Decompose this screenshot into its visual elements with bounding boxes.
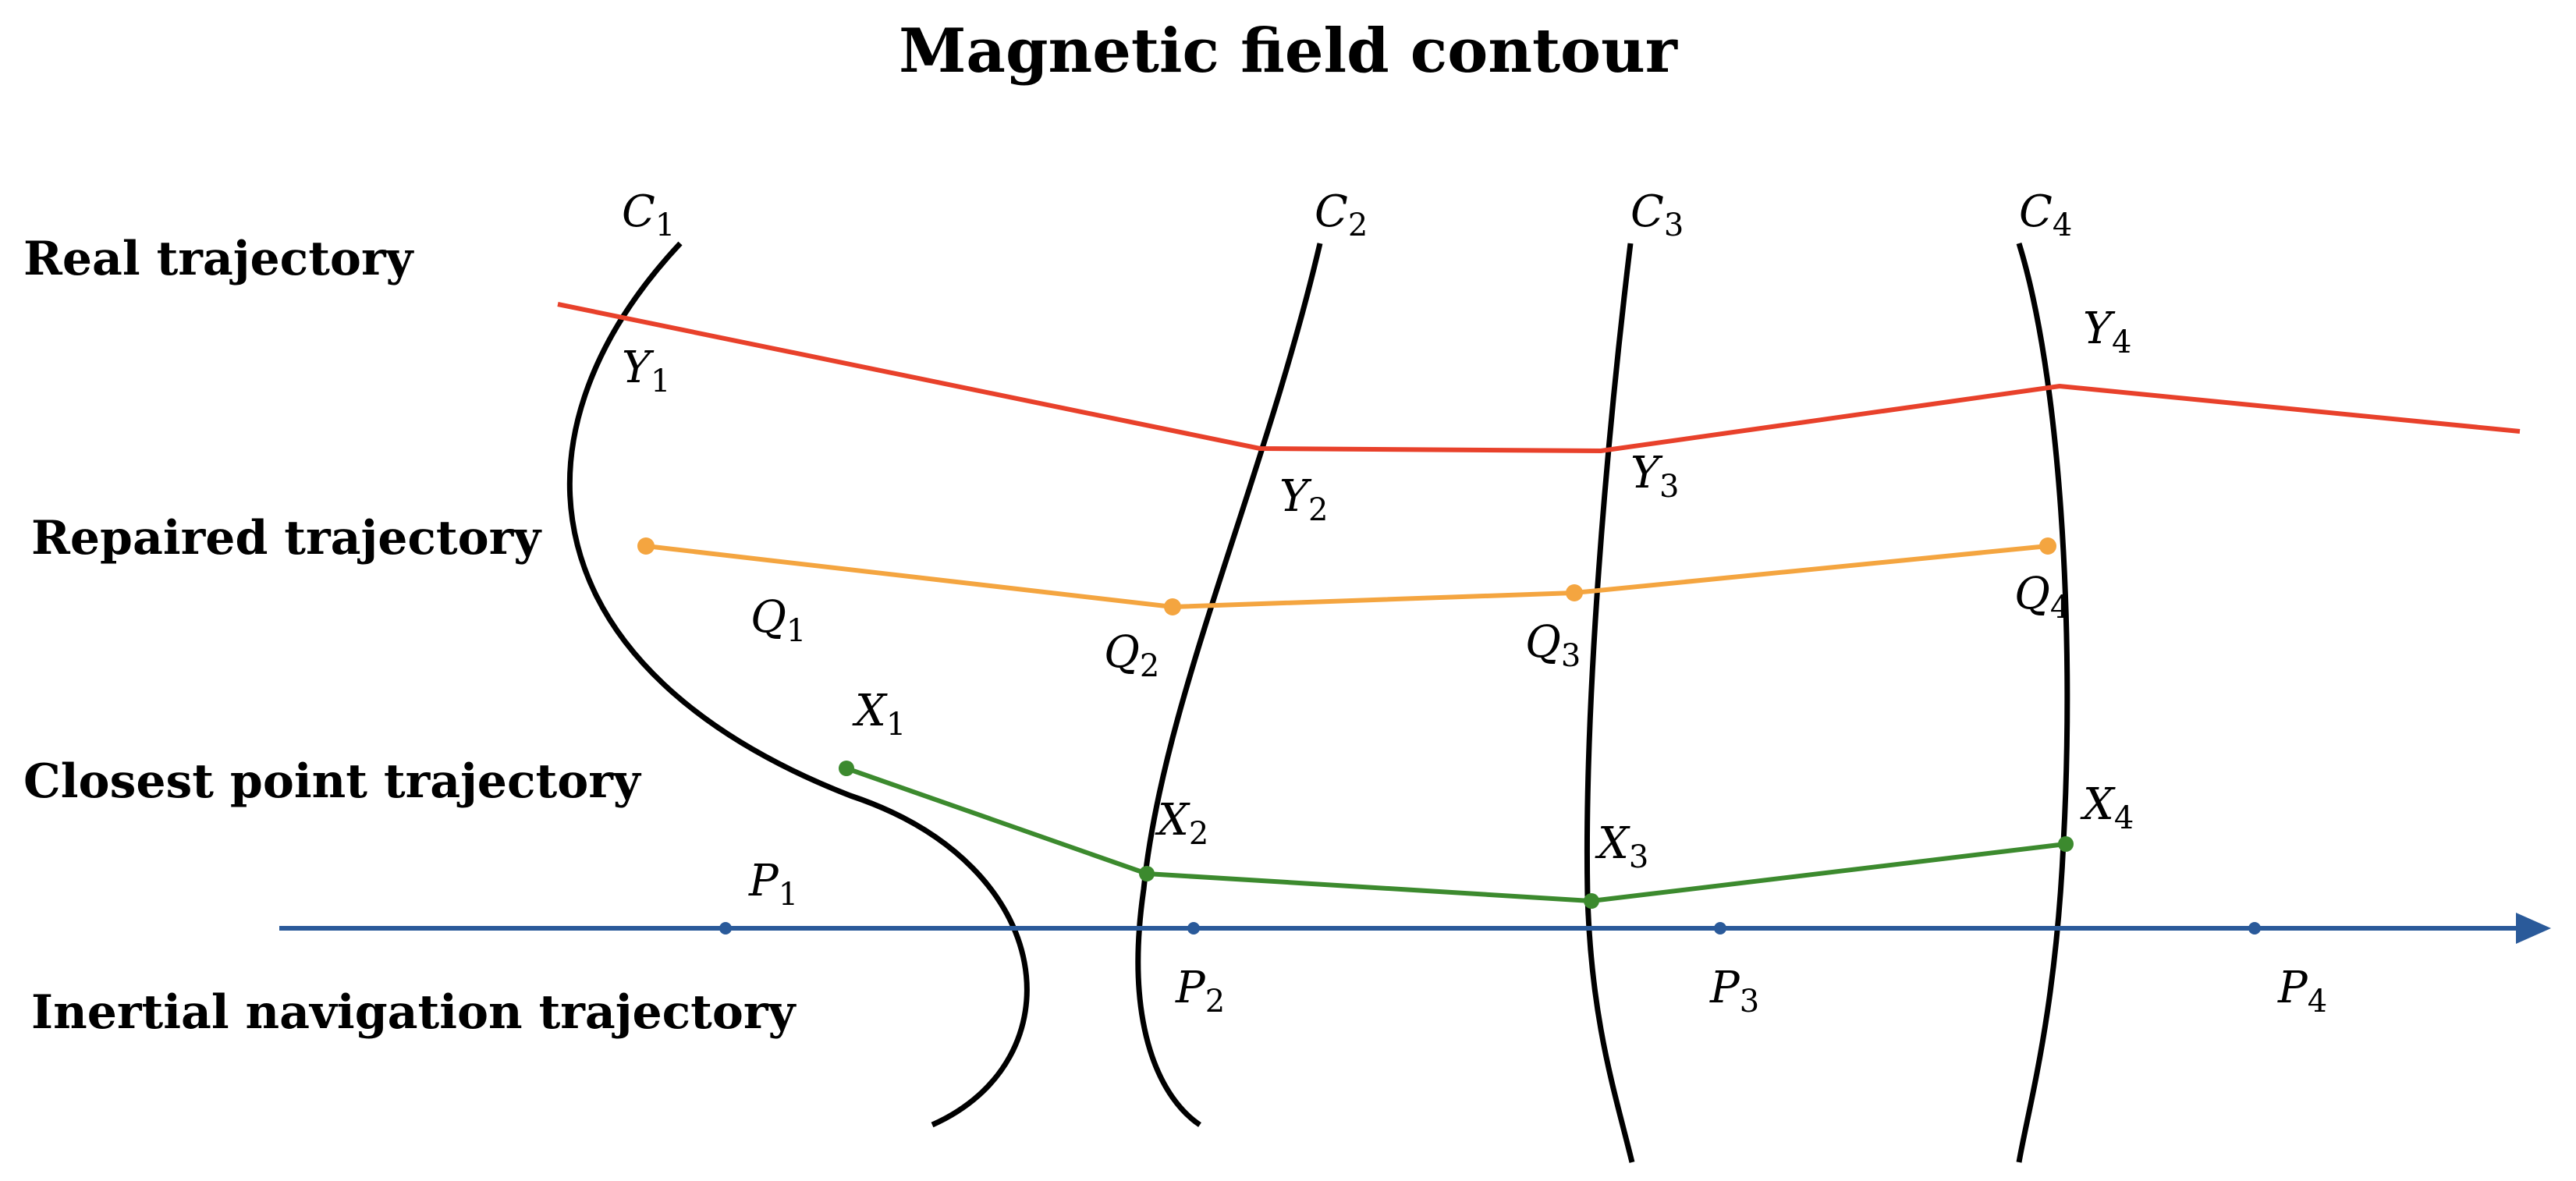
label-x1: X1 [852,686,906,743]
label-repaired-trajectory: Repaired trajectory [31,511,542,566]
label-p3: P3 [1709,963,1759,1020]
label-p4: P4 [2277,963,2327,1020]
point-x3 [1584,893,1599,909]
point-x4 [2058,836,2074,852]
point-q2 [1164,598,1181,615]
contour-c2 [1135,243,1323,1127]
label-q4: Q4 [2014,569,2070,626]
point-p2 [1187,922,1200,935]
label-real-trajectory: Real trajectory [23,232,415,286]
diagram-title: Magnetic field contour [899,16,1678,87]
real-trajectory [557,302,2521,454]
point-p1 [719,922,732,935]
label-c4: C4 [2019,186,2072,243]
point-x2 [1139,866,1155,881]
inertial-arrowhead [2516,913,2551,944]
contour-c4 [2016,242,2070,1163]
label-x2: X2 [1155,795,1208,852]
point-q3 [1566,584,1583,601]
label-y1: Y1 [622,342,670,399]
contour-c3 [1584,243,1635,1163]
point-p4 [2248,922,2261,935]
point-q4 [2039,537,2056,555]
label-c1: C1 [622,186,675,243]
label-inertial-navigation-trajectory: Inertial navigation trajectory [31,985,797,1040]
label-closest-point-trajectory: Closest point trajectory [23,754,642,809]
label-q1: Q1 [750,592,806,649]
repaired-trajectory [637,537,2056,615]
repaired-line [645,544,2049,610]
point-q1 [637,537,655,555]
contours [566,241,2070,1163]
label-q2: Q2 [1104,627,1159,684]
real-line [557,302,2521,454]
label-y3: Y3 [1630,448,1679,505]
point-p3 [1714,922,1726,935]
point-x1 [839,761,854,776]
label-c3: C3 [1630,186,1684,243]
label-y2: Y2 [1279,471,1328,528]
label-y4: Y4 [2083,303,2131,360]
label-x4: X4 [2080,779,2134,836]
label-q3: Q3 [1525,617,1581,674]
contour-c1 [566,241,1030,1128]
label-c2: C2 [1315,186,1368,243]
label-p1: P1 [748,856,798,913]
label-p2: P2 [1175,963,1225,1020]
inertial-trajectory [279,913,2551,944]
label-x3: X3 [1595,818,1648,875]
closest-line [846,766,2067,904]
closest-trajectory [839,761,2074,909]
